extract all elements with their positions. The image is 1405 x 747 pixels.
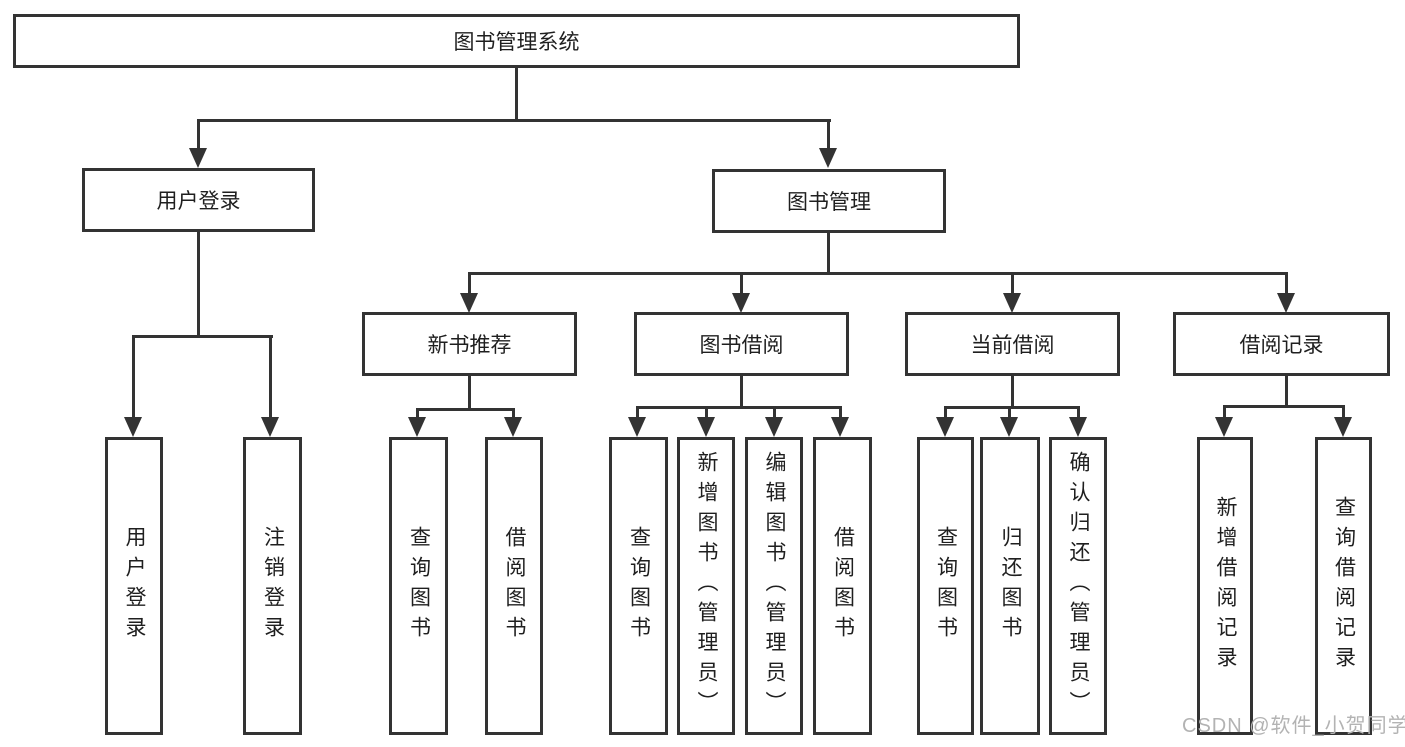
connector-line: [839, 406, 842, 419]
connector-line: [773, 406, 776, 419]
node-user-login: 用户登录: [82, 168, 315, 232]
connector-line: [468, 272, 1287, 275]
connector-line: [1285, 376, 1288, 406]
node-book-borrow: 图书借阅: [634, 312, 849, 376]
arrowhead-down-icon: [124, 417, 142, 437]
arrowhead-down-icon: [936, 417, 954, 437]
connector-line: [944, 406, 947, 419]
leaf-return-book-label: 归还图书: [999, 526, 1022, 646]
leaf-logout: 注销登录: [243, 437, 302, 735]
arrowhead-down-icon: [732, 293, 750, 313]
connector-line: [1223, 405, 1226, 419]
connector-line: [512, 408, 515, 419]
leaf-logout-label: 注销登录: [261, 526, 285, 646]
connector-line: [468, 376, 471, 409]
node-current-borrow: 当前借阅: [905, 312, 1120, 376]
leaf-borrow-book-1: 借阅图书: [485, 437, 543, 735]
leaf-borrow-book-2: 借阅图书: [813, 437, 872, 735]
node-new-book-recommend-label: 新书推荐: [427, 334, 512, 357]
connector-line: [1011, 272, 1014, 294]
connector-line: [1011, 376, 1014, 407]
leaf-add-book-admin: 新增图书（管理员）: [677, 437, 735, 735]
connector-line: [1008, 406, 1011, 419]
node-book-management-label: 图书管理: [787, 191, 871, 214]
arrowhead-down-icon: [765, 417, 783, 437]
connector-line: [636, 406, 842, 409]
connector-line: [132, 335, 273, 338]
connector-line: [197, 119, 831, 122]
arrowhead-down-icon: [628, 417, 646, 437]
arrowhead-down-icon: [1334, 417, 1352, 437]
leaf-add-borrow-record-label: 新增借阅记录: [1214, 496, 1237, 676]
connector-line: [1342, 405, 1345, 419]
leaf-query-book-3-label: 查询图书: [934, 526, 958, 646]
leaf-query-book-3: 查询图书: [917, 437, 974, 735]
connector-line: [827, 119, 830, 149]
leaf-user-login-label: 用户登录: [123, 526, 146, 646]
node-book-management: 图书管理: [712, 169, 946, 233]
node-book-borrow-label: 图书借阅: [699, 334, 784, 357]
watermark-text: CSDN @软件_小贺同学: [1182, 715, 1405, 737]
node-root: 图书管理系统: [13, 14, 1020, 68]
connector-line: [1285, 272, 1288, 294]
arrowhead-down-icon: [819, 148, 837, 168]
connector-line: [636, 406, 639, 419]
connector-line: [740, 376, 743, 407]
arrowhead-down-icon: [189, 148, 207, 168]
arrowhead-down-icon: [460, 293, 478, 313]
node-new-book-recommend: 新书推荐: [362, 312, 577, 376]
connector-line: [416, 408, 419, 419]
leaf-confirm-return-admin-label: 确认归还（管理员）: [1067, 451, 1090, 721]
leaf-user-login: 用户登录: [105, 437, 163, 735]
node-current-borrow-label: 当前借阅: [970, 334, 1055, 357]
leaf-return-book: 归还图书: [980, 437, 1040, 735]
leaf-borrow-book-2-label: 借阅图书: [831, 526, 855, 646]
connector-line: [944, 406, 1080, 409]
connector-line: [827, 233, 830, 273]
node-root-label: 图书管理系统: [453, 31, 580, 54]
connector-line: [705, 406, 708, 419]
arrowhead-down-icon: [1000, 417, 1018, 437]
node-borrow-record-label: 借阅记录: [1239, 334, 1324, 357]
connector-line: [416, 408, 515, 411]
node-borrow-record: 借阅记录: [1173, 312, 1390, 376]
arrowhead-down-icon: [1003, 293, 1021, 313]
leaf-query-book-1-label: 查询图书: [407, 526, 431, 646]
arrowhead-down-icon: [831, 417, 849, 437]
arrowhead-down-icon: [1277, 293, 1295, 313]
connector-line: [1223, 405, 1345, 408]
node-user-login-label: 用户登录: [156, 190, 241, 213]
leaf-add-book-admin-label: 新增图书（管理员）: [695, 451, 718, 721]
connector-line: [1077, 406, 1080, 419]
leaf-query-borrow-record-label: 查询借阅记录: [1332, 496, 1356, 676]
leaf-borrow-book-1-label: 借阅图书: [503, 526, 526, 646]
leaf-query-book-1: 查询图书: [389, 437, 448, 735]
leaf-query-book-2-label: 查询图书: [627, 526, 651, 646]
connector-line: [197, 232, 200, 338]
connector-line: [740, 272, 743, 294]
leaf-edit-book-admin-label: 编辑图书（管理员）: [763, 451, 786, 721]
leaf-edit-book-admin: 编辑图书（管理员）: [745, 437, 803, 735]
arrowhead-down-icon: [408, 417, 426, 437]
connector-line: [197, 119, 200, 149]
connector-line: [515, 68, 518, 120]
connector-line: [468, 272, 471, 294]
arrowhead-down-icon: [697, 417, 715, 437]
arrowhead-down-icon: [504, 417, 522, 437]
arrowhead-down-icon: [261, 417, 279, 437]
leaf-query-book-2: 查询图书: [609, 437, 668, 735]
leaf-confirm-return-admin: 确认归还（管理员）: [1049, 437, 1107, 735]
connector-line: [132, 335, 135, 418]
leaf-add-borrow-record: 新增借阅记录: [1197, 437, 1253, 735]
arrowhead-down-icon: [1215, 417, 1233, 437]
connector-line: [269, 335, 272, 418]
arrowhead-down-icon: [1069, 417, 1087, 437]
leaf-query-borrow-record: 查询借阅记录: [1315, 437, 1372, 735]
